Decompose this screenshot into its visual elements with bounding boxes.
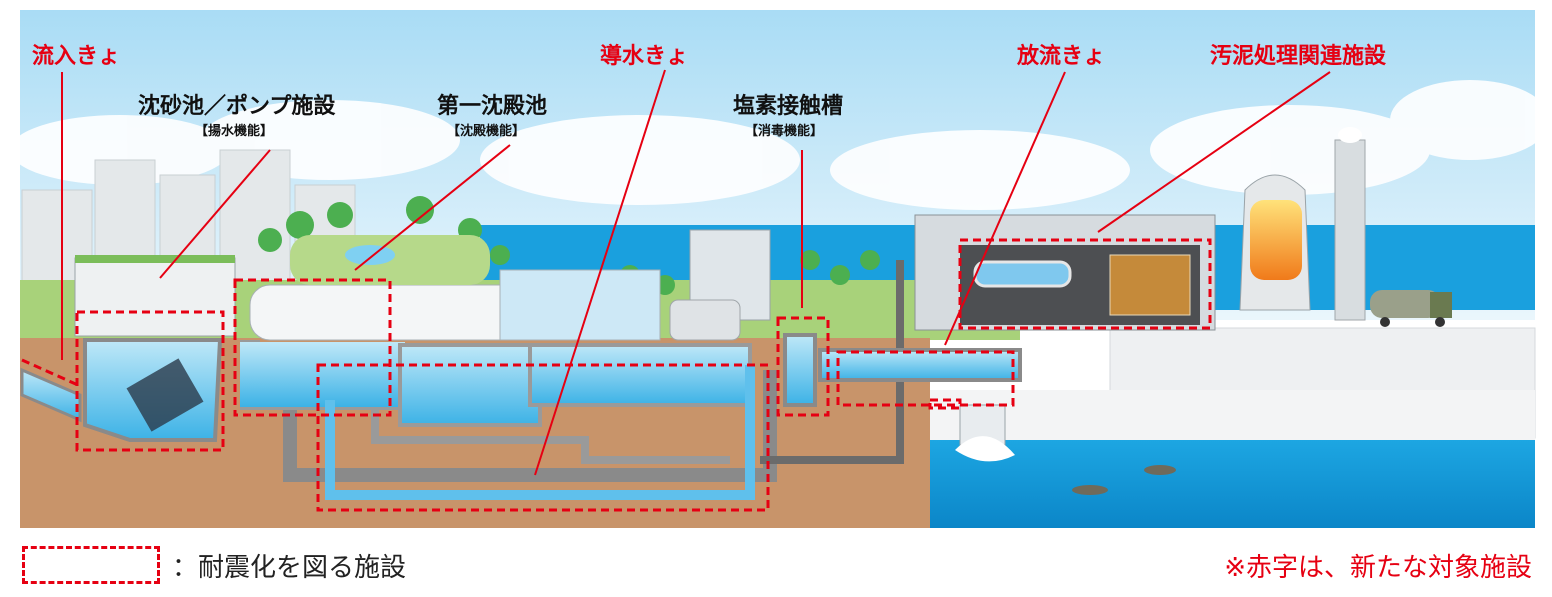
- sedimentation-water: [240, 342, 405, 407]
- label-discharge-sewer: 放流きょ: [1017, 44, 1106, 69]
- city-buildings: [21, 149, 356, 291]
- quay: [930, 390, 1535, 440]
- box-outfall: [928, 398, 962, 410]
- inflow-channel: [20, 367, 82, 423]
- storage-tank: [669, 299, 741, 341]
- box-inflow: [21, 358, 79, 387]
- chimney-smoke: [1338, 127, 1362, 143]
- leader-lines: [61, 69, 1331, 476]
- box-conduit: [316, 363, 770, 512]
- legend-dashed-box: [22, 546, 160, 584]
- sedimentation-water-2: [398, 343, 542, 427]
- label-inflow-sewer: 流入きょ: [32, 44, 121, 69]
- label-primary-sedimentation-function: 【沈殿機能】: [447, 124, 526, 139]
- pump-building-roof: [75, 255, 235, 263]
- label-grit-pump: 沈砂池／ポンプ施設: [138, 94, 336, 119]
- fountain: [345, 245, 395, 265]
- dewatering-machine: [1109, 254, 1191, 316]
- return-pipe: [371, 410, 730, 464]
- trees: [258, 196, 880, 295]
- label-chlorine-tank: 塩素接触槽: [733, 94, 844, 119]
- box-grit-pump: [75, 310, 225, 452]
- ground-pipe: [760, 260, 904, 464]
- belt-press: [973, 260, 1072, 288]
- legend-text: ：耐震化を図る施設: [172, 553, 407, 583]
- incinerator-fire: [1250, 200, 1302, 280]
- label-primary-sedimentation: 第一沈殿池: [437, 94, 548, 119]
- seismic-boxes: [21, 238, 1212, 512]
- legend-note: ※赤字は、新たな対象施設: [1224, 553, 1532, 583]
- box-discharge: [836, 350, 1015, 407]
- discharge-channel: [818, 348, 1022, 382]
- chimney: [1334, 139, 1366, 321]
- label-sludge-facility: 汚泥処理関連施設: [1210, 44, 1387, 69]
- outfall-splash: [955, 436, 1015, 462]
- box-sludge: [958, 238, 1212, 330]
- label-conduit: 導水きょ: [600, 44, 689, 69]
- pump-building: [74, 257, 236, 337]
- tanker-truck: [1370, 290, 1452, 327]
- conduit-outer: [283, 370, 777, 482]
- label-grit-pump-function: 【揚水機能】: [195, 124, 274, 139]
- sea-foreground: [930, 440, 1535, 528]
- conduit-inner: [325, 365, 755, 500]
- reaction-tank: [528, 343, 752, 407]
- box-sedimentation: [233, 278, 392, 417]
- label-chlorine-tank-function: 【消毒機能】: [745, 124, 824, 139]
- fish: [1072, 465, 1176, 495]
- pump-unit: [126, 358, 204, 432]
- box-chlorine: [776, 316, 830, 417]
- chlorine-tank: [783, 333, 817, 407]
- reaction-tank-top: [499, 269, 661, 341]
